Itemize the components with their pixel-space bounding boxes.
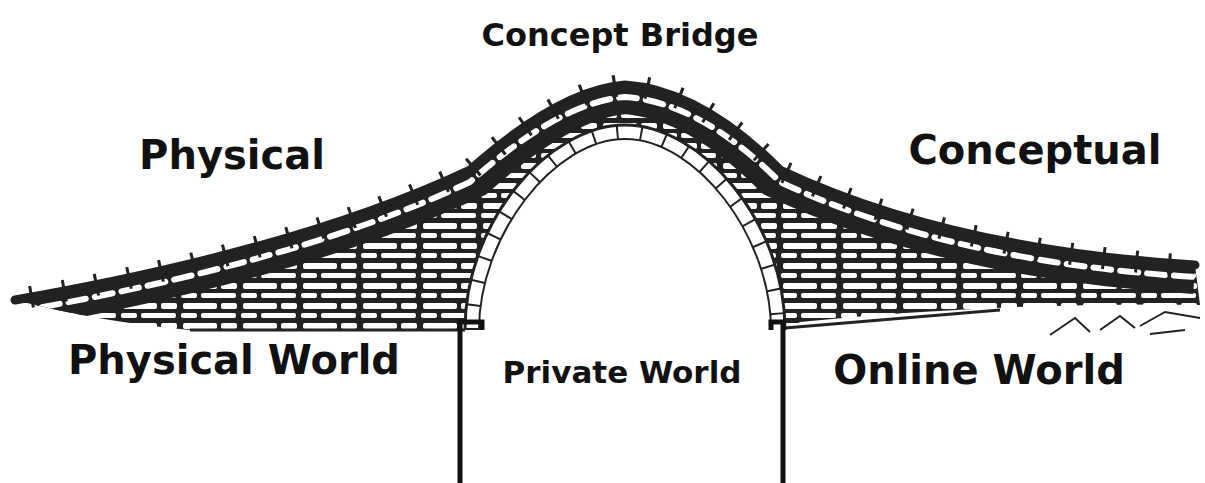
ground-stroke (1140, 312, 1200, 326)
parapet-rim (15, 85, 1195, 300)
ground-stroke (1100, 316, 1135, 330)
arch-edge (465, 125, 785, 330)
world-label: Physical World (68, 338, 400, 382)
base-line (785, 310, 1000, 328)
ground-sketch (1050, 312, 1200, 335)
ground-stroke (1050, 318, 1090, 335)
parapet-band (15, 85, 1195, 300)
ground-stroke (1150, 330, 1185, 334)
bridge-body (15, 85, 1200, 330)
arch-outer-edge (479, 139, 771, 330)
bridge-parapet-band (15, 85, 1195, 312)
divider-line (460, 322, 482, 483)
world-label: Private World (503, 355, 742, 389)
region-label: Physical (139, 133, 325, 177)
arch-ring (472, 132, 778, 330)
parapet-posts (30, 85, 1180, 297)
region-label: Conceptual (908, 128, 1161, 172)
arch-joints (472, 132, 778, 330)
base-line (190, 329, 465, 332)
divider-line (771, 322, 783, 483)
diagram-title: Concept Bridge (482, 18, 759, 53)
world-label: Online World (833, 348, 1125, 392)
